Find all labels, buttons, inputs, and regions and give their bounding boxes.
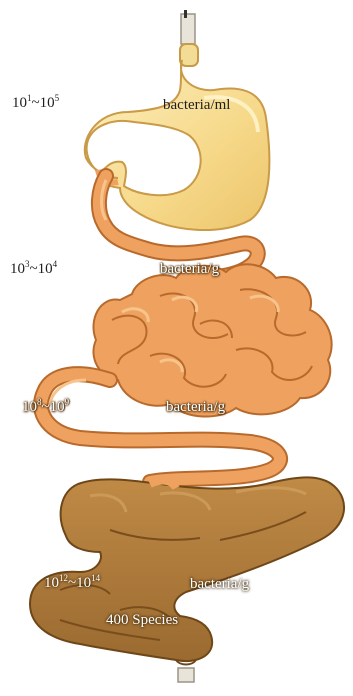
small-intestine xyxy=(93,264,331,416)
duodenum-unit-label: bacteria/g xyxy=(160,262,219,277)
colon-count-range: 1012~1014 xyxy=(44,576,100,591)
stomach xyxy=(85,60,270,230)
colon-unit-label: bacteria/g xyxy=(190,577,249,592)
stomach-unit-label: bacteria/ml xyxy=(163,98,230,113)
ileum-count-range: 108~109 xyxy=(22,400,69,415)
duodenum-count-range: 103~104 xyxy=(10,262,57,277)
colon-species-label: 400 Species xyxy=(106,613,178,628)
ileum-unit-label: bacteria/g xyxy=(166,400,225,415)
stomach-count-range: 101~105 xyxy=(12,96,59,111)
esophagus xyxy=(180,10,198,66)
